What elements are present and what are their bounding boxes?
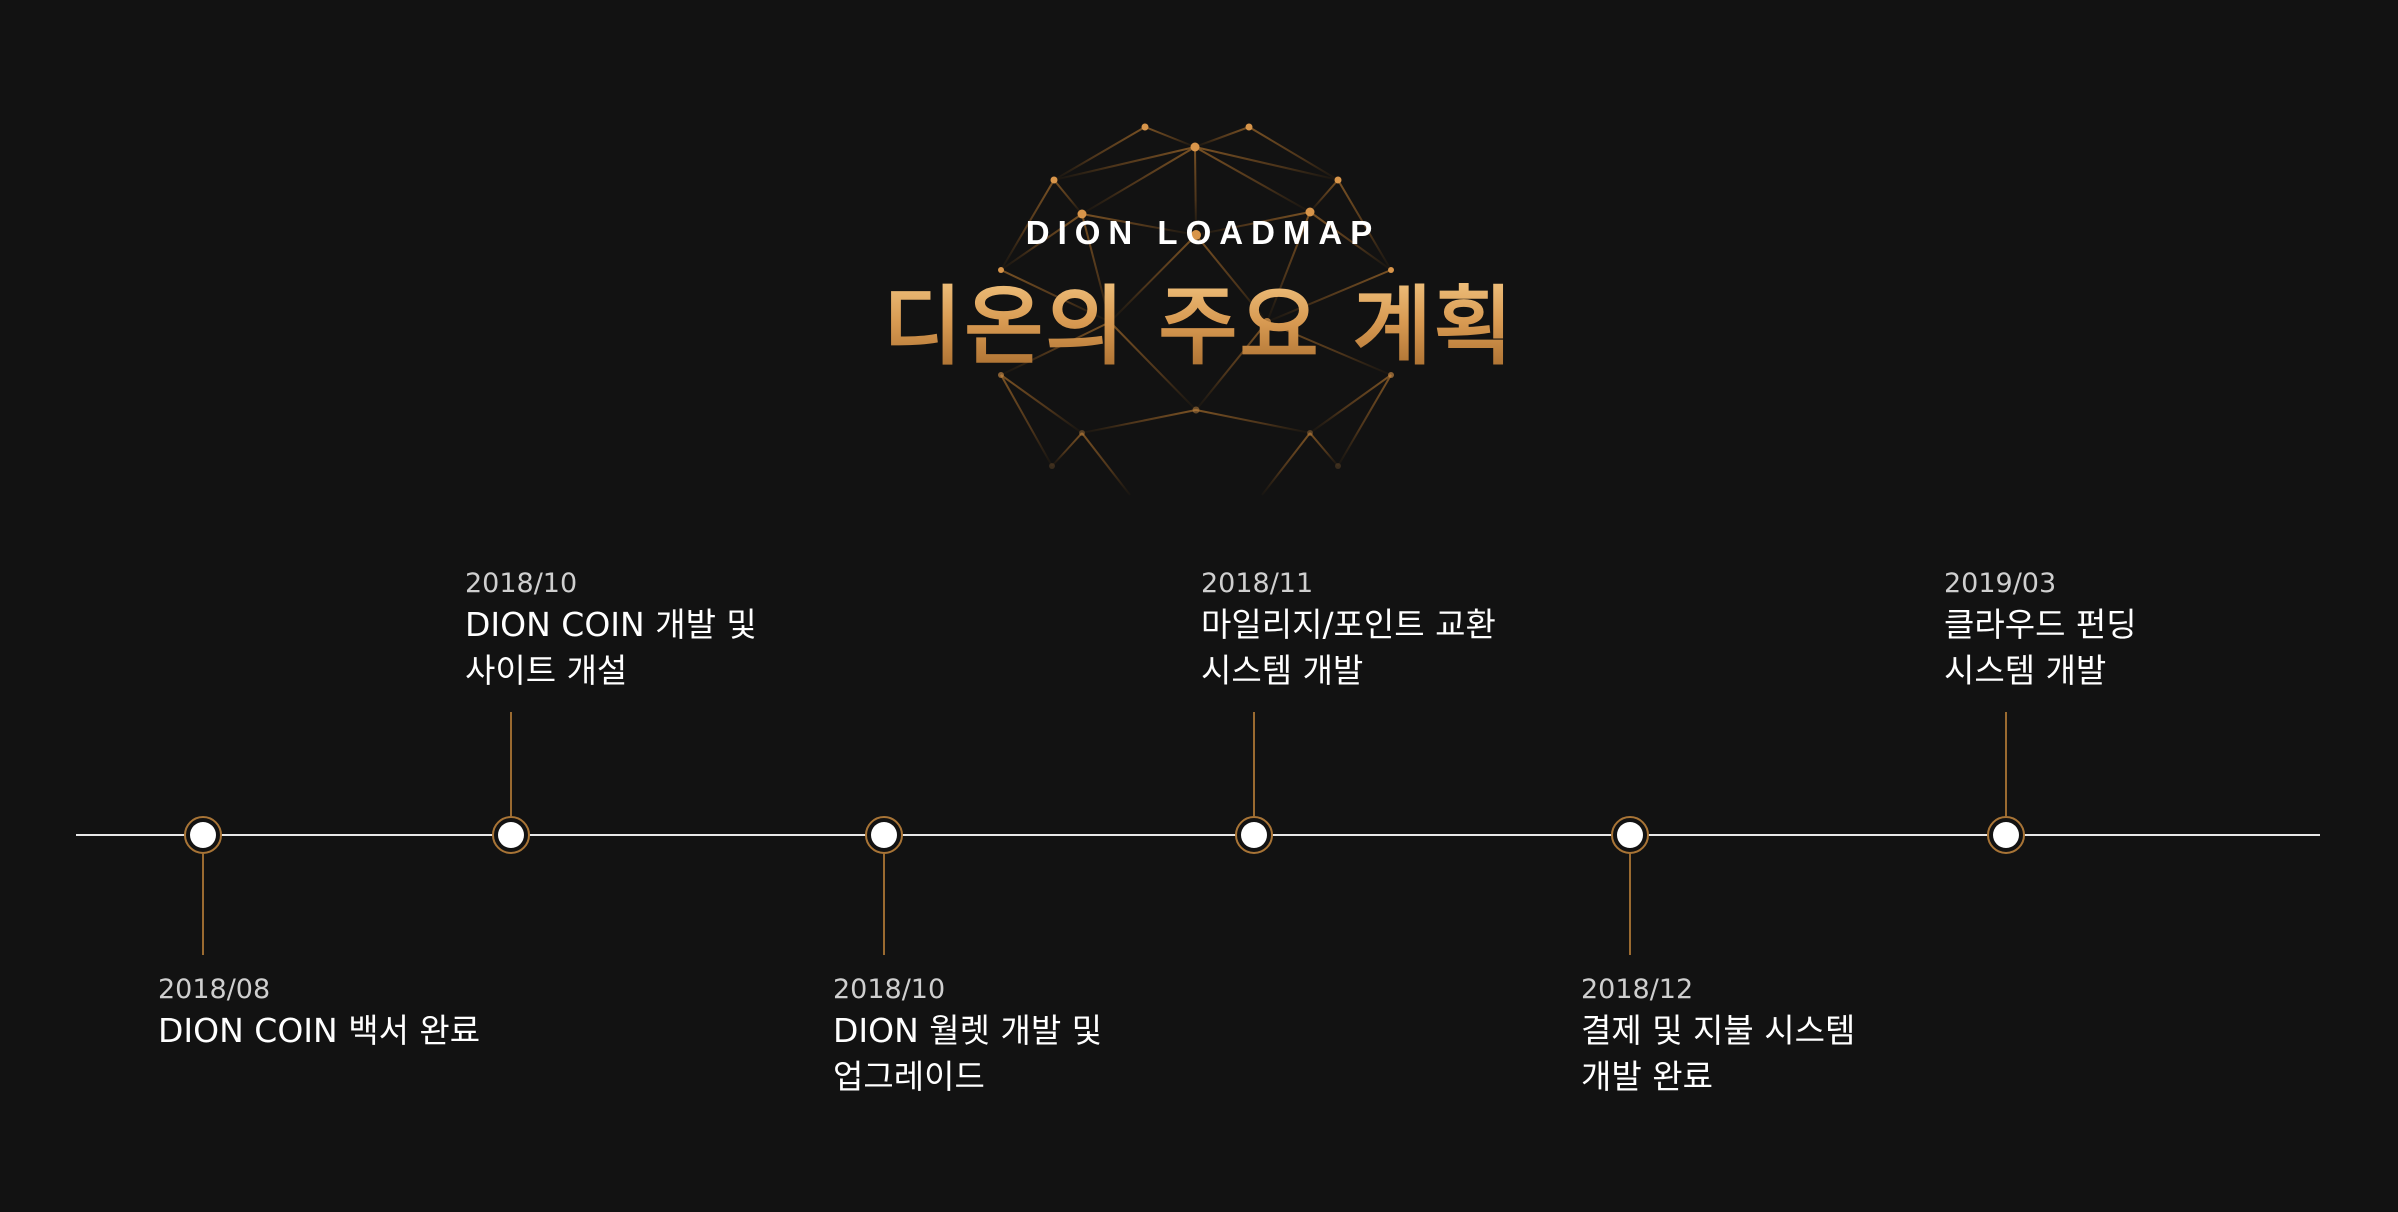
event-title: DION COIN 개발 및 사이트 개설 (465, 605, 757, 690)
event-title: 클라우드 펀딩 시스템 개발 (1944, 605, 2137, 690)
timeline-event: 2018/11 마일리지/포인트 교환 시스템 개발 (1201, 566, 1496, 694)
timeline-node (492, 816, 530, 854)
timeline-connector (510, 712, 512, 816)
network-globe-graphic (960, 100, 1440, 520)
event-date: 2018/10 (833, 974, 946, 1005)
timeline-node (1611, 816, 1649, 854)
page-title: 디온의 주요 계획 (0, 272, 2398, 382)
timeline-event: 2018/08 DION COIN 백서 완료 (158, 972, 480, 1054)
event-title: DION COIN 백서 완료 (158, 1011, 481, 1050)
event-title: 결제 및 지불 시스템 개발 완료 (1581, 1011, 1856, 1096)
event-date: 2018/08 (158, 974, 271, 1005)
timeline-connector (202, 854, 204, 955)
timeline-connector (1629, 854, 1631, 955)
timeline-node (1987, 816, 2025, 854)
timeline-connector (883, 854, 885, 955)
timeline-connector (1253, 712, 1255, 816)
event-date: 2018/12 (1581, 974, 1694, 1005)
timeline-node (865, 816, 903, 854)
event-date: 2019/03 (1944, 568, 2057, 599)
timeline-event: 2018/12 결제 및 지불 시스템 개발 완료 (1581, 972, 1855, 1100)
timeline-track (76, 834, 2320, 836)
page-title-text: 디온의 주요 계획 (883, 277, 1515, 377)
timeline-node (184, 816, 222, 854)
timeline-event: 2018/10 DION 월렛 개발 및 업그레이드 (833, 972, 1102, 1100)
section-eyebrow: DION LOADMAP (1025, 214, 1381, 251)
timeline-event: 2019/03 클라우드 펀딩 시스템 개발 (1944, 566, 2137, 694)
event-title: DION 월렛 개발 및 업그레이드 (833, 1011, 1103, 1096)
event-date: 2018/11 (1201, 568, 1314, 599)
event-date: 2018/10 (465, 568, 578, 599)
timeline-event: 2018/10 DION COIN 개발 및 사이트 개설 (465, 566, 757, 694)
timeline-connector (2005, 712, 2007, 816)
event-title: 마일리지/포인트 교환 시스템 개발 (1201, 605, 1496, 690)
timeline-node (1235, 816, 1273, 854)
